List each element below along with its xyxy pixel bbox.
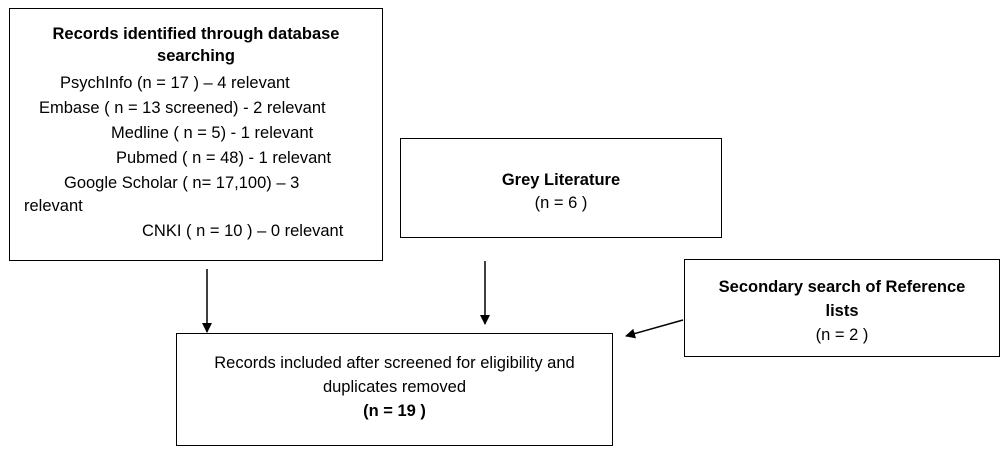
- secondary-search-title-line1: Secondary search of Reference: [718, 278, 966, 296]
- arrow-secondary-to-included: [625, 319, 684, 339]
- records-included-count: (n = 19 ): [363, 402, 426, 420]
- database-box-title: Records identified through database sear…: [10, 23, 382, 67]
- records-included-line2: duplicates removed: [322, 378, 467, 396]
- cnki-entry: CNKI ( n = 10 ) – 0 relevant: [142, 222, 344, 240]
- pubmed-entry: Pubmed ( n = 48) - 1 relevant: [116, 149, 332, 167]
- google-scholar-entry: Google Scholar ( n= 17,100) – 3: [64, 174, 300, 192]
- records-included-line1: Records included after screened for elig…: [214, 354, 575, 372]
- secondary-search-box: Secondary search of Reference lists (n =…: [684, 259, 1000, 357]
- database-search-box: Records identified through database sear…: [9, 8, 383, 261]
- records-included-box: Records included after screened for elig…: [176, 333, 613, 446]
- secondary-search-count: (n = 2 ): [815, 326, 869, 344]
- grey-literature-count: (n = 6 ): [534, 194, 588, 212]
- google-scholar-entry-continued: relevant: [24, 197, 83, 215]
- secondary-search-title-line2: lists: [825, 302, 859, 320]
- medline-entry: Medline ( n = 5) - 1 relevant: [111, 124, 314, 142]
- database-title-line2: searching: [157, 47, 235, 65]
- grey-literature-box: Grey Literature (n = 6 ): [400, 138, 722, 238]
- psychinfo-entry: PsychInfo (n = 17 ) – 4 relevant: [60, 74, 290, 92]
- database-title-line1: Records identified through database: [52, 25, 340, 43]
- grey-literature-title: Grey Literature: [501, 171, 621, 189]
- embase-entry: Embase ( n = 13 screened) - 2 relevant: [39, 99, 326, 117]
